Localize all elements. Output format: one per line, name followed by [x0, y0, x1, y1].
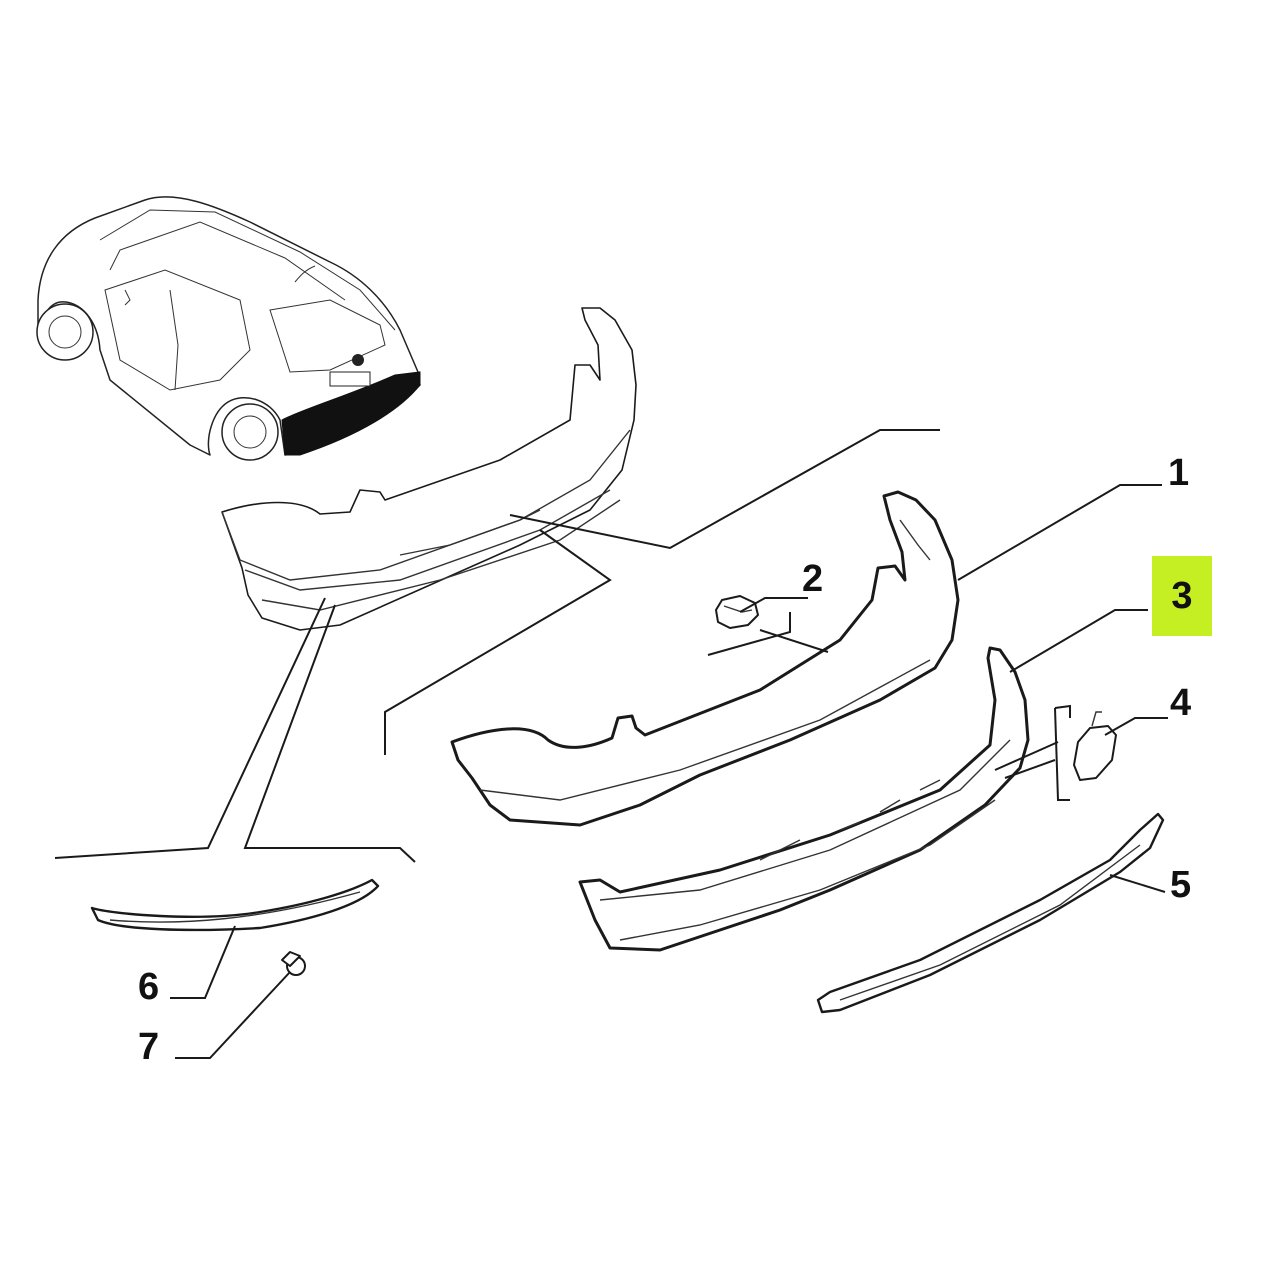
- callout-5[interactable]: 5: [1170, 864, 1192, 906]
- part-1-bumper-cover: [450, 490, 960, 827]
- callout-4[interactable]: 4: [1170, 682, 1192, 724]
- leader-lines: [54, 429, 1168, 1059]
- callout-3[interactable]: 3: [1152, 556, 1212, 636]
- callout-2[interactable]: 2: [802, 558, 824, 600]
- part-5-trim-strip: [816, 812, 1165, 1014]
- part-4-tow-hook-cover: [1073, 711, 1117, 781]
- callout-1[interactable]: 1: [1168, 452, 1190, 494]
- callout-6[interactable]: 6: [138, 966, 160, 1008]
- part-3-lower-bumper: [578, 646, 1030, 952]
- assembled-rear-bumper: [221, 307, 637, 631]
- part-2-clip: [715, 595, 759, 629]
- callout-7[interactable]: 7: [138, 1026, 160, 1068]
- part-6-reflector-strip: [90, 878, 380, 932]
- part-7-push-clip: [281, 951, 306, 976]
- vehicle-overview: [36, 196, 421, 461]
